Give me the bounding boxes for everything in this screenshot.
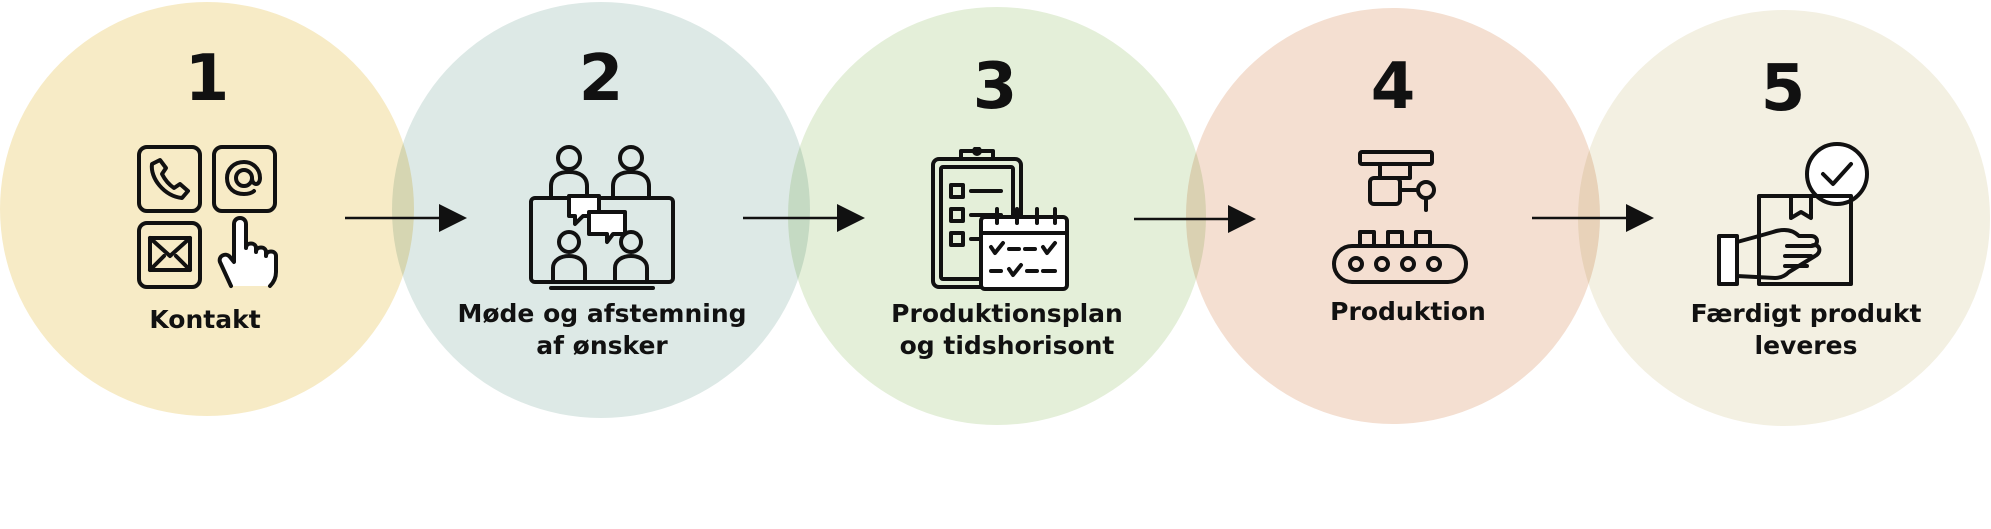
arrow-3-to-4 [1134, 205, 1256, 233]
step-4-number: 4 [1370, 50, 1416, 124]
arrow-4-to-5 [1532, 204, 1654, 232]
arrow-2-to-3 [743, 204, 865, 232]
step-5-number: 5 [1760, 52, 1806, 126]
step-3-label: Produktionsplan og tidshorisont [891, 299, 1123, 360]
step-4-label: Produktion [1330, 297, 1486, 326]
step-2-number: 2 [578, 42, 624, 116]
arrow-1-to-2 [345, 204, 467, 232]
step-3-number: 3 [972, 50, 1018, 124]
step-1-number: 1 [184, 42, 230, 116]
meeting-icon [527, 142, 677, 292]
step-2-label: Møde og afstemning af ønsker [457, 299, 747, 360]
step-1-label: Kontakt [149, 305, 261, 334]
contact-methods-icon [136, 144, 284, 290]
step-4-circle [1186, 8, 1600, 424]
step-1-circle [0, 2, 414, 416]
delivered-package-icon [1715, 140, 1877, 290]
plan-calendar-icon [929, 147, 1071, 293]
conveyor-robot-icon [1330, 148, 1470, 288]
step-5-label: Færdigt produkt leveres [1690, 299, 1922, 360]
